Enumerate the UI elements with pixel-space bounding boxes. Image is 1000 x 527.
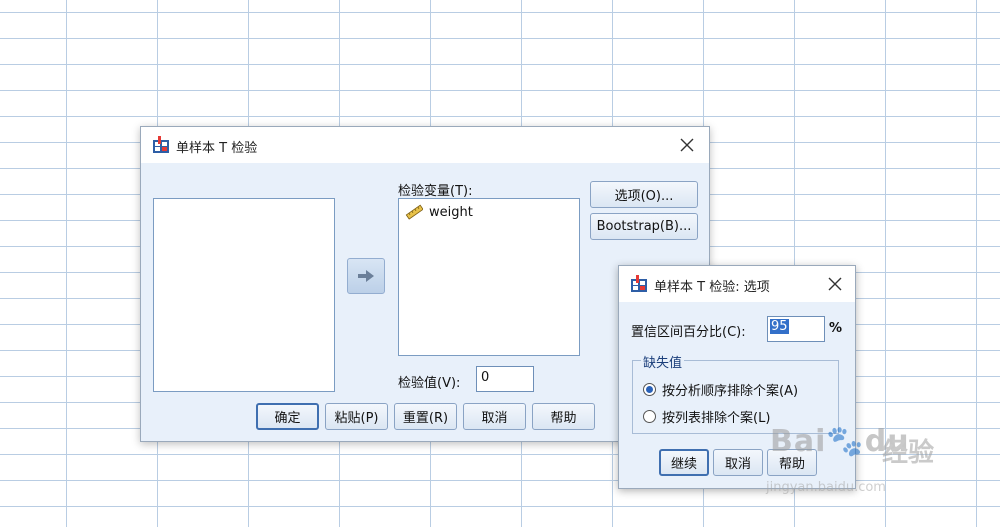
confidence-value: 95 xyxy=(770,319,789,334)
ruler-scale-icon xyxy=(405,204,423,220)
watermark-text: 经验 xyxy=(882,438,935,468)
cancel-button[interactable]: 取消 xyxy=(463,403,526,430)
options-help-button[interactable]: 帮助 xyxy=(767,449,817,476)
test-value-input[interactable]: 0 xyxy=(476,366,534,392)
confidence-interval-label: 置信区间百分比(C): xyxy=(631,325,746,340)
list-item[interactable]: weight xyxy=(405,204,473,220)
right-arrow-icon xyxy=(358,270,374,282)
help-button[interactable]: 帮助 xyxy=(532,403,595,430)
radio-label: 按分析顺序排除个案(A) xyxy=(662,384,799,399)
options-cancel-button[interactable]: 取消 xyxy=(713,449,763,476)
t-test-options-dialog: 单样本 T 检验: 选项 置信区间百分比(C): 95 % 缺失值 按分析顺序排… xyxy=(618,265,856,489)
variable-name: weight xyxy=(429,204,473,220)
confidence-interval-input[interactable]: 95 xyxy=(767,316,825,342)
dialog-titlebar: 单样本 T 检验 xyxy=(141,127,709,163)
options-title: 单样本 T 检验: 选项 xyxy=(654,280,770,295)
radio-label: 按列表排除个案(L) xyxy=(662,411,771,426)
paste-button[interactable]: 粘贴(P) xyxy=(325,403,388,430)
one-sample-t-test-dialog: 单样本 T 检验 检验变量(T): weight 检验值(V): 0 选项(O)… xyxy=(140,126,710,442)
close-icon xyxy=(828,277,842,291)
continue-button[interactable]: 继续 xyxy=(659,449,709,476)
dialog-title: 单样本 T 检验 xyxy=(176,141,258,156)
exclude-listwise-radio[interactable]: 按列表排除个案(L) xyxy=(643,407,770,426)
options-button[interactable]: 选项(O)... xyxy=(590,181,698,208)
test-value-label: 检验值(V): xyxy=(398,376,461,391)
reset-button[interactable]: 重置(R) xyxy=(394,403,457,430)
bootstrap-button[interactable]: Bootstrap(B)... xyxy=(590,213,698,240)
close-button[interactable] xyxy=(673,133,701,157)
options-close-button[interactable] xyxy=(821,272,849,296)
close-icon xyxy=(680,138,694,152)
spss-app-icon xyxy=(153,136,169,153)
options-titlebar: 单样本 T 检验: 选项 xyxy=(619,266,855,302)
test-variables-label: 检验变量(T): xyxy=(398,184,473,199)
spss-app-icon xyxy=(631,275,647,292)
ok-button[interactable]: 确定 xyxy=(256,403,319,430)
test-variables-list[interactable]: weight xyxy=(398,198,580,356)
missing-values-group: 缺失值 按分析顺序排除个案(A) 按列表排除个案(L) xyxy=(632,352,839,434)
move-variable-button[interactable] xyxy=(347,258,385,294)
missing-values-legend: 缺失值 xyxy=(641,352,685,371)
source-variable-list[interactable] xyxy=(153,198,335,392)
exclude-analysis-by-analysis-radio[interactable]: 按分析顺序排除个案(A) xyxy=(643,380,798,399)
percent-sign: % xyxy=(829,321,843,336)
radio-unchecked xyxy=(643,410,656,423)
radio-checked xyxy=(643,383,656,396)
